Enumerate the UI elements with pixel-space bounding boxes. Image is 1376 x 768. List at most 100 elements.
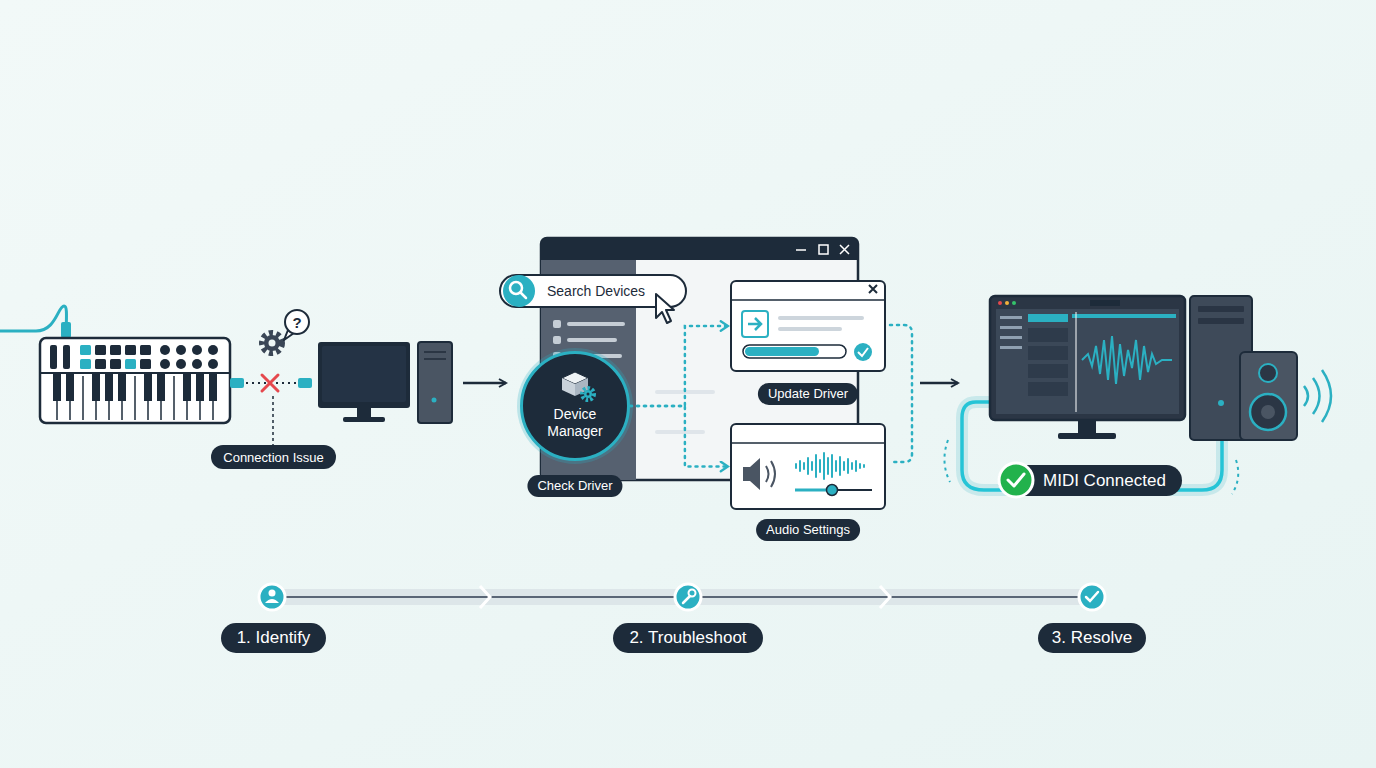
- audio-settings-content: [795, 464, 797, 468]
- device-manager-window: [553, 320, 561, 328]
- daw-setup: [1005, 301, 1009, 305]
- daw-setup: [1076, 312, 1077, 412]
- search-bar: Search Devices: [499, 274, 687, 308]
- midi-keyboard: [147, 376, 149, 420]
- daw-setup: [1000, 336, 1022, 339]
- audio-settings-content: [815, 455, 817, 477]
- daw-setup: [1090, 300, 1120, 306]
- midi-keyboard: [50, 345, 57, 369]
- timeline-steps: [675, 584, 701, 610]
- timeline-track: [272, 586, 1092, 608]
- audio-settings-content: [743, 458, 760, 490]
- midi-keyboard: [61, 322, 71, 338]
- daw-setup: [1198, 318, 1244, 324]
- midi-keyboard: [125, 345, 136, 355]
- update-driver-window: Update Driver: [730, 280, 886, 372]
- daw-setup: [1028, 328, 1068, 342]
- daw-setup: [1012, 301, 1016, 305]
- midi-keyboard: [53, 374, 61, 401]
- audio-settings-content: [771, 461, 775, 487]
- daw-setup: [1072, 314, 1176, 318]
- midi-keyboard: [121, 376, 123, 420]
- audio-settings-content: [811, 462, 813, 470]
- daw-setup: [1000, 316, 1022, 319]
- daw-setup: [1058, 433, 1116, 439]
- midi-keyboard: [53, 374, 217, 401]
- search-icon: [503, 275, 535, 307]
- broken-connection: [298, 378, 312, 388]
- midi-keyboard: [40, 338, 230, 423]
- audio-settings-content: [766, 466, 769, 482]
- computer: [322, 346, 406, 402]
- midi-keyboard: [40, 372, 230, 374]
- search-icon: [510, 282, 522, 294]
- timeline-track: [272, 596, 1092, 598]
- caption-pill: Check Driver: [527, 475, 622, 497]
- midi-keyboard: [183, 374, 191, 401]
- midi-keyboard: [140, 345, 151, 355]
- flow-arrow: [463, 382, 506, 385]
- audio-settings-content: [731, 443, 885, 496]
- step-pill: 3. Resolve: [1038, 623, 1146, 653]
- node-text: 3. Resolve: [1052, 628, 1132, 648]
- daw-setup: [1313, 378, 1320, 414]
- computer: [357, 408, 371, 418]
- search-icon: [521, 293, 527, 299]
- dotted-connector: [630, 326, 728, 406]
- broken-connection: [262, 375, 278, 391]
- midi-keyboard: [95, 376, 97, 420]
- broken-connection: [285, 310, 309, 334]
- audio-settings-content: [796, 453, 864, 479]
- midi-keyboard: [80, 359, 91, 369]
- audio-settings-content: [823, 453, 825, 479]
- search-icon: [503, 275, 535, 307]
- device-icon: [575, 378, 588, 396]
- device-icon: [584, 390, 592, 398]
- audio-settings-content: [851, 463, 853, 469]
- audio-settings-content: [731, 442, 885, 444]
- daw-setup: [1259, 364, 1277, 382]
- broken-connection: [246, 382, 298, 384]
- daw-setup: [944, 440, 950, 482]
- update-driver-content: [778, 316, 864, 320]
- timeline-track: [880, 586, 890, 608]
- device-icon: [582, 388, 594, 400]
- computer: [418, 342, 452, 423]
- daw-setup: [1078, 420, 1096, 434]
- midi-keyboard: [196, 374, 204, 401]
- midi-keyboard: [199, 376, 201, 420]
- audio-settings-content: [839, 457, 841, 475]
- update-driver-content: [731, 299, 885, 301]
- midi-keyboard: [208, 345, 218, 355]
- timeline-steps: [1086, 592, 1098, 601]
- timeline-steps: [259, 584, 1105, 610]
- audio-settings-content: [795, 489, 832, 492]
- audio-settings-content: [827, 485, 838, 496]
- daw-setup: [1322, 370, 1331, 422]
- audio-settings-window: Audio Settings: [730, 423, 886, 510]
- midi-keyboard: [82, 376, 84, 420]
- midi-keyboard: [192, 345, 202, 355]
- midi-keyboard: [0, 306, 230, 423]
- midi-keyboard: [118, 374, 126, 401]
- audio-settings-content: [807, 458, 809, 474]
- daw-setup: [1198, 306, 1244, 312]
- broken-connection: [262, 333, 282, 353]
- timeline-steps: [689, 590, 696, 597]
- daw-setup: [1232, 460, 1238, 494]
- device-manager-circle: Device ManagerCheck Driver: [520, 351, 630, 461]
- daw-setup: [1028, 314, 1068, 322]
- device-manager-window: [567, 338, 617, 342]
- midi-keyboard: [108, 376, 110, 420]
- step-pill: 2. Troubleshoot: [613, 623, 763, 653]
- midi-keyboard: [209, 374, 217, 401]
- daw-setup: [990, 296, 1185, 420]
- midi-keyboard: [176, 345, 186, 355]
- caption-pill: Update Driver: [758, 383, 858, 405]
- audio-settings-content: [835, 461, 837, 471]
- device-icon: [562, 372, 588, 384]
- node-text: 1. Identify: [237, 628, 311, 648]
- daw-setup: [1028, 382, 1068, 396]
- daw-setup: [998, 301, 1002, 305]
